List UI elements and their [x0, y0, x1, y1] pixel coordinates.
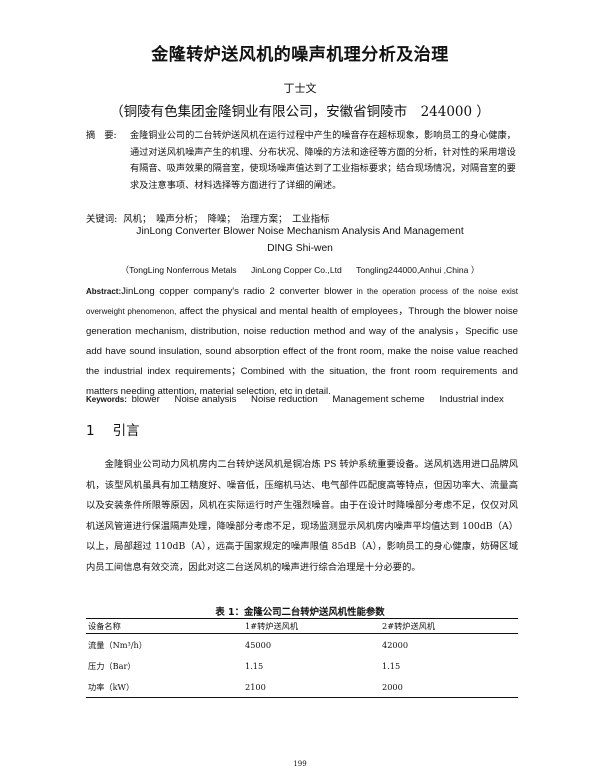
table-header-cell: 2#转炉送风机: [382, 621, 436, 631]
keywords-zh: 关键词: 风机； 噪声分析； 降噪； 治理方案； 工业指标: [86, 211, 526, 225]
table-caption: 表 1：金隆公司二台转炉送风机性能参数: [215, 607, 385, 618]
english-affiliation-part1: （TongLing Nonferrous Metals: [120, 265, 237, 275]
keyword-en: Management scheme: [332, 394, 425, 405]
performance-table: 设备名称 1#转炉送风机 2#转炉送风机 流量（Nm³/h） 45000 420…: [86, 618, 518, 698]
abstract-en-lead: JinLong copper company's radio 2 convert…: [121, 286, 353, 297]
table-cell: 功率（kW）: [88, 681, 135, 692]
english-affiliation-part2: JinLong Copper Co.,Ltd: [251, 265, 342, 275]
keywords-en-label: Keywords:: [86, 395, 127, 404]
section-heading: 1 引言: [86, 419, 140, 439]
keywords-zh-text: 风机； 噪声分析； 降噪； 治理方案； 工业指标: [123, 214, 330, 225]
table-cell: 压力（Bar）: [88, 660, 136, 671]
abstract-en-small: in the operation process of the noise ex…: [86, 287, 518, 316]
paper-title: 金隆转炉送风机的噪声机理分析及治理: [151, 45, 449, 65]
abstract-en: Abstract:JinLong copper company's radio …: [86, 282, 518, 402]
keyword-en: Noise reduction: [251, 394, 318, 405]
english-affiliation-part3: Tongling244000,Anhui ,China ）: [356, 265, 480, 275]
author-name: 丁士文: [283, 82, 317, 95]
table-row: 功率（kW） 2100 2000: [86, 676, 518, 698]
abstract-zh-text: 金隆铜业公司的二台转炉送风机在运行过程中产生的噪音存在超标现象，影响员工的身心健…: [130, 130, 516, 191]
body-text: 金隆铜业公司动力风机房内二台转炉送风机是铜冶炼 PS 转炉系统重要设备。送风机选…: [86, 455, 518, 578]
keyword-en: blower: [131, 394, 160, 405]
abstract-zh-label: 摘 要:: [86, 130, 117, 141]
table-cell: 2000: [382, 681, 403, 692]
table-cell: 2100: [245, 681, 266, 692]
table-cell: 42000: [382, 639, 409, 650]
abstract-en-rest: affect the physical and mental health of…: [86, 306, 518, 397]
table-cell: 1.15: [245, 660, 264, 671]
table-row: 压力（Bar） 1.15 1.15: [86, 655, 518, 676]
keyword-en: Noise analysis: [174, 394, 237, 405]
table-cell: 45000: [245, 639, 272, 650]
section-number: 1: [86, 423, 95, 439]
page-number: 199: [293, 760, 307, 768]
abstract-en-label: Abstract:: [86, 287, 122, 296]
section-title: 引言: [112, 423, 140, 439]
keywords-en: Keywords: blower Noise analysis Noise re…: [86, 394, 526, 405]
keywords-zh-label: 关键词:: [86, 214, 118, 225]
english-author: DING Shi-wen: [267, 243, 333, 254]
affiliation: （铜陵有色集团金隆铜业有限公司，安徽省铜陵市 244000 ）: [110, 104, 490, 120]
keyword-en: Industrial index: [439, 394, 504, 405]
english-title: JinLong Converter Blower Noise Mechanism…: [136, 226, 464, 237]
table-row: 流量（Nm³/h） 45000 42000: [86, 634, 518, 656]
english-affiliation: （TongLing Nonferrous Metals JinLong Copp…: [0, 264, 600, 276]
table-header-row: 设备名称 1#转炉送风机 2#转炉送风机: [86, 618, 518, 634]
table-header-cell: 1#转炉送风机: [245, 621, 299, 631]
table-cell: 流量（Nm³/h）: [88, 639, 147, 650]
body-paragraph: 金隆铜业公司动力风机房内二台转炉送风机是铜冶炼 PS 转炉系统重要设备。送风机选…: [86, 459, 518, 573]
abstract-zh: 摘 要: 金隆铜业公司的二台转炉送风机在运行过程中产生的噪音存在超标现象，影响员…: [86, 128, 522, 194]
table-cell: 1.15: [382, 660, 401, 671]
table-header-cell: 设备名称: [88, 621, 121, 631]
